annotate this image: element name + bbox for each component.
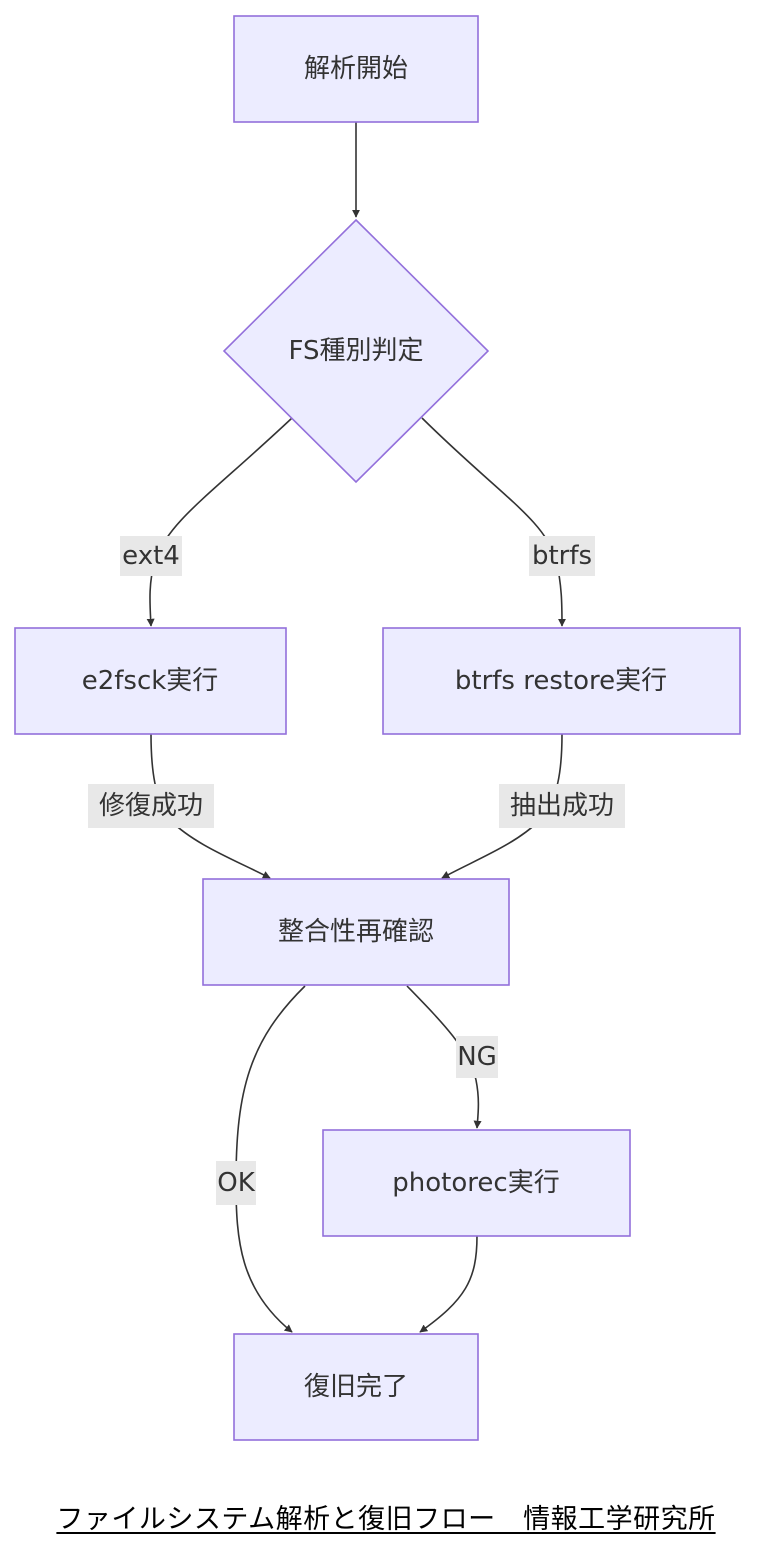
node-btrfs-restore-label: btrfs restore実行 xyxy=(455,666,667,696)
node-recheck[interactable]: 整合性再確認 xyxy=(202,878,510,986)
node-e2fsck[interactable]: e2fsck実行 xyxy=(14,627,287,735)
node-done[interactable]: 復旧完了 xyxy=(233,1333,479,1441)
edge-fs-check-to-e2fsck xyxy=(146,417,293,627)
node-recheck-label: 整合性再確認 xyxy=(278,917,434,947)
node-photorec[interactable]: photorec実行 xyxy=(322,1129,631,1237)
edge-label-extract-ok: 抽出成功 xyxy=(499,784,625,828)
node-fs-check[interactable]: FS種別判定 xyxy=(222,218,490,484)
edge-label-ext4: ext4 xyxy=(120,536,182,576)
edge-label-ext4-text: ext4 xyxy=(122,541,180,571)
edge-label-extract-ok-text: 抽出成功 xyxy=(510,791,614,821)
node-btrfs-restore[interactable]: btrfs restore実行 xyxy=(382,627,741,735)
edge-label-ng-text: NG xyxy=(457,1042,497,1072)
edge-label-btrfs-text: btrfs xyxy=(532,541,592,571)
diagram-caption: ファイルシステム解析と復旧フロー 情報工学研究所 xyxy=(0,1497,772,1536)
diagram-caption-text: ファイルシステム解析と復旧フロー 情報工学研究所 xyxy=(56,1504,716,1535)
edge-recheck-to-done xyxy=(235,985,306,1333)
node-photorec-label: photorec実行 xyxy=(392,1168,559,1198)
edge-label-ng: NG xyxy=(456,1036,498,1078)
nodes: 解析開始 FS種別判定 e2fsck実行 btrfs restore実行 整合性… xyxy=(14,15,741,1441)
edge-label-btrfs: btrfs xyxy=(529,536,595,576)
node-done-label: 復旧完了 xyxy=(304,1372,408,1402)
node-e2fsck-label: e2fsck実行 xyxy=(82,666,219,696)
node-start[interactable]: 解析開始 xyxy=(233,15,479,123)
edge-label-ok-text: OK xyxy=(217,1168,255,1198)
node-start-label: 解析開始 xyxy=(304,54,408,84)
edge-label-repair-ok: 修復成功 xyxy=(88,784,214,828)
edge-label-ok: OK xyxy=(216,1161,256,1205)
node-fs-check-label: FS種別判定 xyxy=(288,336,423,366)
edge-label-repair-ok-text: 修復成功 xyxy=(99,791,203,821)
edge-labels: ext4 btrfs 修復成功 抽出成功 NG OK xyxy=(88,536,625,1205)
edge-fs-check-to-btrfs-restore xyxy=(421,417,566,627)
edge-photorec-to-done xyxy=(419,1235,478,1333)
